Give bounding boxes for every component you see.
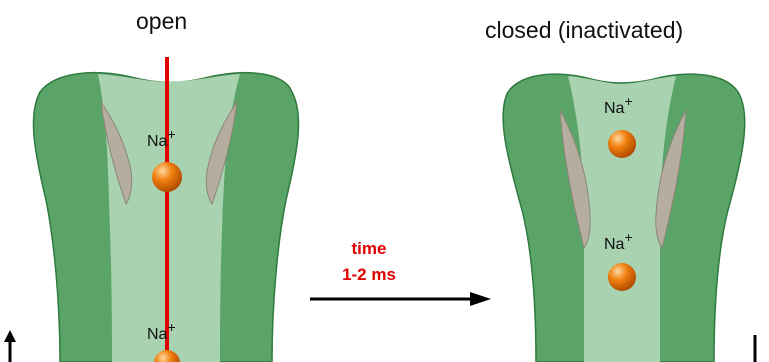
open-top-sodium-ion	[152, 162, 182, 192]
duration-label: 1-2 ms	[342, 265, 396, 284]
closed-middle-sodium-ion	[608, 263, 636, 291]
closed-channel: Na+ Na+	[503, 74, 745, 362]
time-transition: time 1-2 ms	[310, 239, 491, 306]
open-channel: Na+ Na+	[33, 57, 298, 362]
up-arrow-icon	[4, 330, 16, 362]
time-label: time	[352, 239, 387, 258]
closed-top-sodium-ion	[608, 130, 636, 158]
transition-arrow-head-icon	[470, 292, 491, 306]
